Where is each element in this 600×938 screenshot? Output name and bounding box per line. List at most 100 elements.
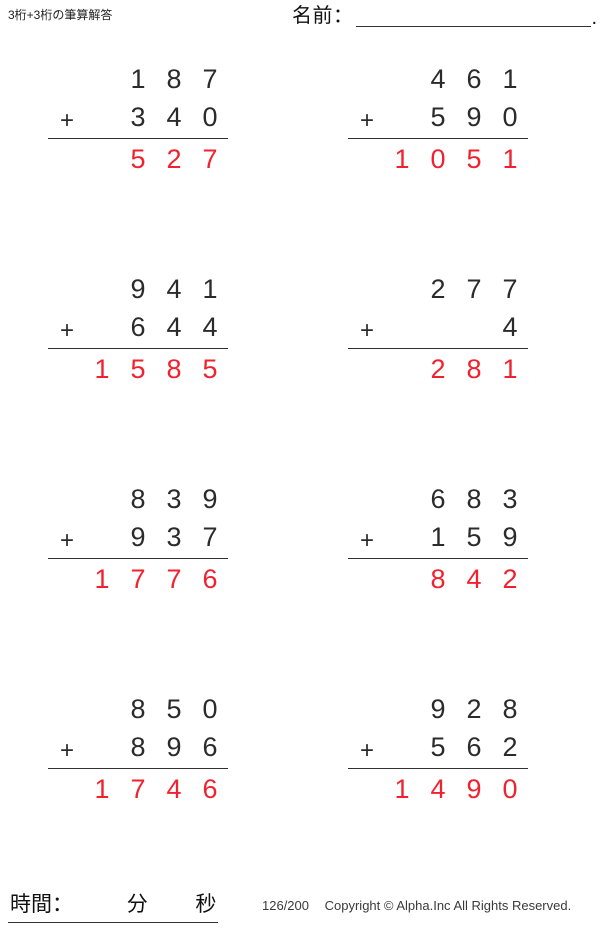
digit: 8: [166, 354, 182, 384]
digit: 1: [130, 64, 146, 94]
digit: 6: [130, 312, 146, 342]
digit: 5: [430, 732, 446, 762]
plus-operator: +: [359, 737, 374, 764]
digit: 6: [466, 64, 482, 94]
digit: 4: [166, 274, 182, 304]
digit: 9: [130, 274, 146, 304]
digit: 4: [502, 312, 518, 342]
sum-rule: [48, 138, 228, 139]
digit: 0: [502, 774, 518, 804]
digit: 5: [430, 102, 446, 132]
sum-rule: [48, 768, 228, 769]
digit: 2: [502, 732, 518, 762]
digit: 1: [430, 522, 446, 552]
digit: 4: [166, 774, 182, 804]
plus-operator: +: [59, 317, 74, 344]
digit: 0: [430, 144, 446, 174]
name-field: 名前： .: [292, 4, 597, 28]
digit: 8: [466, 484, 482, 514]
digit: 1: [202, 274, 218, 304]
sum-rule: [348, 138, 528, 139]
digit: 7: [202, 64, 218, 94]
digit: 4: [466, 564, 482, 594]
plus-operator: +: [359, 317, 374, 344]
digit: 2: [430, 274, 446, 304]
digit: 7: [130, 564, 146, 594]
digit: 9: [166, 732, 182, 762]
digit: 1: [502, 354, 518, 384]
minutes-unit-label: 分: [126, 893, 148, 916]
time-label: 時間：: [10, 893, 73, 916]
digit: 8: [466, 354, 482, 384]
digit: 3: [166, 522, 182, 552]
digit: 7: [130, 774, 146, 804]
digit: 4: [430, 64, 446, 94]
digit: 5: [466, 522, 482, 552]
sum-rule: [348, 768, 528, 769]
sum-rule: [348, 558, 528, 559]
digit: 8: [502, 694, 518, 724]
footer: 時間： 分 秒 126/200 Copyright © Alpha.Inc Al…: [0, 890, 600, 938]
digit: 0: [502, 102, 518, 132]
digit: 6: [202, 774, 218, 804]
credit-line: 126/200 Copyright © Alpha.Inc All Rights…: [262, 896, 571, 916]
digit: 6: [430, 484, 446, 514]
digit: 9: [466, 102, 482, 132]
digit: 6: [202, 732, 218, 762]
digit: 8: [130, 694, 146, 724]
digit: 4: [166, 102, 182, 132]
digit: 2: [466, 694, 482, 724]
digit: 1: [94, 564, 110, 594]
name-input[interactable]: [355, 6, 591, 27]
plus-operator: +: [59, 737, 74, 764]
digit: 5: [466, 144, 482, 174]
digit: 6: [202, 564, 218, 594]
page-title: 3桁+3桁の筆算解答: [8, 8, 113, 22]
digit: 7: [466, 274, 482, 304]
digit: 9: [202, 484, 218, 514]
digit: 5: [166, 694, 182, 724]
digit: 1: [394, 144, 410, 174]
sum-rule: [348, 348, 528, 349]
time-field: 時間： 分 秒: [8, 890, 219, 923]
digit: 9: [130, 522, 146, 552]
digit: 1: [394, 774, 410, 804]
name-period: .: [591, 7, 598, 29]
digit: 2: [502, 564, 518, 594]
sum-rule: [48, 348, 228, 349]
digit: 6: [466, 732, 482, 762]
digit: 2: [430, 354, 446, 384]
plus-operator: +: [59, 107, 74, 134]
